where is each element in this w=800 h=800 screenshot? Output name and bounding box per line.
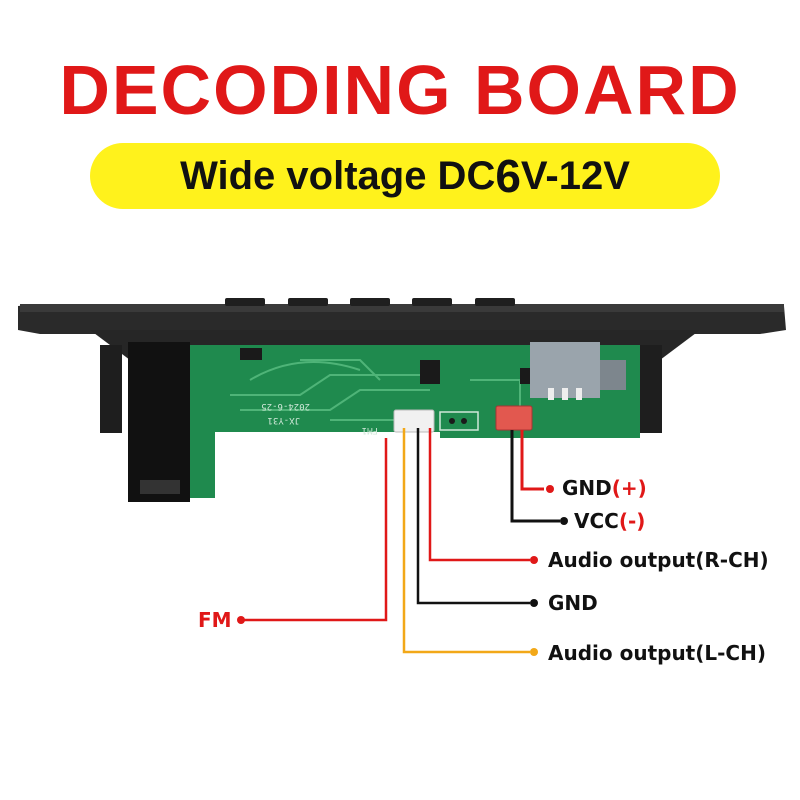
front-panel-top bbox=[20, 304, 784, 312]
wire-audio-r bbox=[428, 428, 530, 562]
label-fm: FM bbox=[198, 608, 232, 632]
label-gnd-plus-name: GND bbox=[562, 476, 612, 500]
panel-button bbox=[225, 298, 265, 306]
wire-fm bbox=[244, 438, 388, 622]
label-vcc: VCC(-) bbox=[574, 509, 645, 533]
wire-gnd bbox=[416, 428, 530, 605]
board-fm-text: FM1 bbox=[362, 425, 378, 435]
usb-jack-latch bbox=[140, 480, 180, 494]
label-gnd-plus: GND(+) bbox=[562, 476, 647, 500]
pad-block bbox=[439, 411, 479, 431]
wire-gnd-plus bbox=[520, 430, 544, 491]
power-connector bbox=[495, 405, 533, 431]
voltage-prefix: Wide voltage DC bbox=[180, 153, 496, 198]
panel-button bbox=[475, 298, 515, 306]
voltage-six: 6 bbox=[495, 150, 521, 202]
label-audio-l: Audio output(L-CH) bbox=[548, 641, 766, 665]
board-date-text: 2024-6-25 bbox=[261, 401, 310, 411]
panel-button bbox=[350, 298, 390, 306]
chip bbox=[240, 348, 262, 360]
dot-gnd bbox=[530, 599, 538, 607]
wire-vcc bbox=[510, 430, 560, 523]
panel-button bbox=[288, 298, 328, 306]
voltage-suffix: V-12V bbox=[520, 153, 630, 198]
label-vcc-name: VCC bbox=[574, 509, 619, 533]
dot-audio-l bbox=[530, 648, 538, 656]
voltage-banner: Wide voltage DC 6 V-12V bbox=[90, 143, 720, 209]
audio-connector bbox=[393, 409, 435, 433]
dot-audio-r bbox=[530, 556, 538, 564]
pcb-traces bbox=[230, 359, 521, 421]
page-title: DECODING BOARD bbox=[59, 51, 741, 129]
dot-gnd-plus bbox=[546, 485, 554, 493]
mount-left bbox=[100, 345, 122, 433]
label-gnd-plus-sign: (+) bbox=[611, 476, 647, 500]
card-slot-side bbox=[600, 360, 626, 390]
label-vcc-sign: (-) bbox=[618, 509, 646, 533]
panel-button bbox=[412, 298, 452, 306]
usb-jack bbox=[128, 342, 190, 502]
board-model-text: JX-Y31 bbox=[267, 415, 300, 425]
label-audio-r: Audio output(R-CH) bbox=[548, 548, 769, 572]
wire-audio-l bbox=[402, 428, 530, 654]
dot-fm bbox=[237, 616, 245, 624]
label-gnd: GND bbox=[548, 591, 598, 615]
dot-vcc bbox=[560, 517, 568, 525]
mount-right bbox=[640, 345, 662, 433]
chip bbox=[420, 360, 440, 384]
